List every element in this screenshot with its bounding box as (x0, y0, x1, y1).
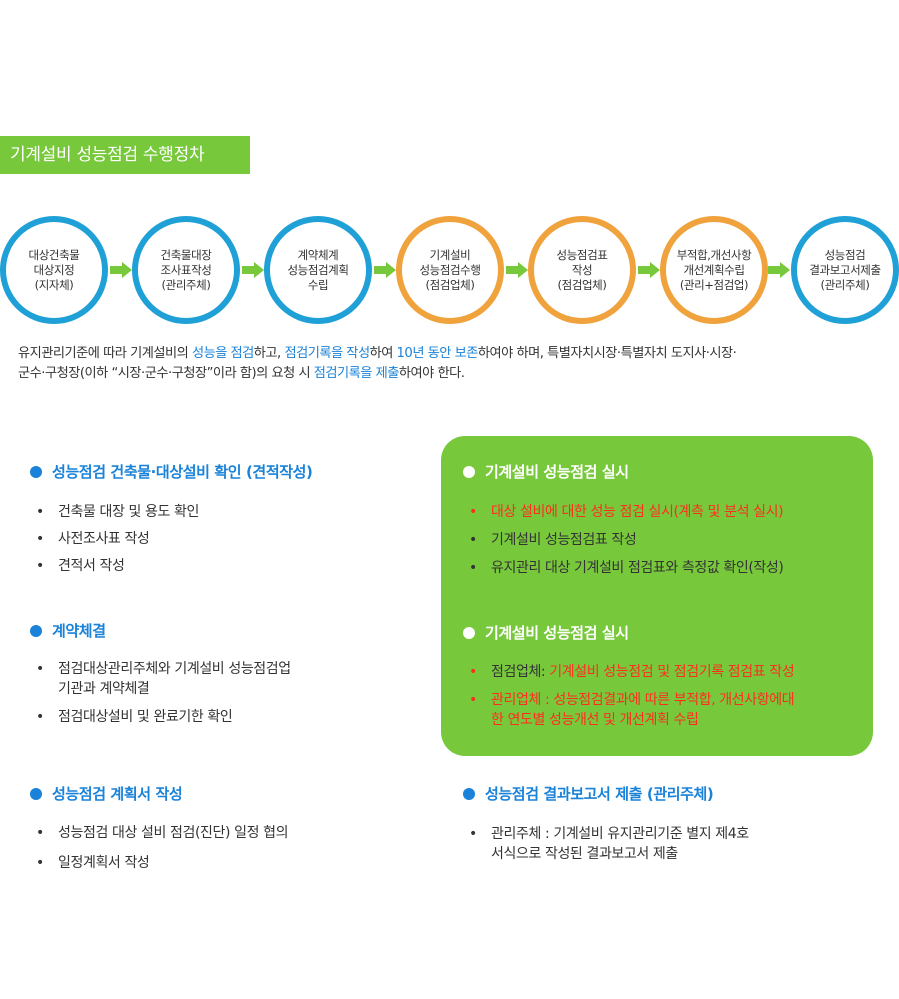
step-6-label: 부적합,개선사항 개선계획수립 (관리+점검업) (676, 247, 752, 292)
list-item: •관리주체 : 기계설비 유지관리기준 별지 제4호 서식으로 작성된 결과보고… (469, 826, 749, 862)
section-inspection-2: 기계설비 성능점검 실시 •점검업체: 기계설비 성능점검 및 점검기록 점검표… (463, 622, 795, 730)
list-item: •사전조사표 작성 (36, 531, 150, 547)
section-building-check: 성능점검 건축물·대상설비 확인 (견적작성) •건축물 대장 및 용도 확인 … (30, 461, 313, 576)
section-plan: 성능점검 계획서 작성 •성능점검 대상 설비 점검(진단) 일정 협의 •일정… (30, 783, 288, 873)
bullet-dot-icon (463, 788, 475, 800)
arrow-right-icon (768, 262, 790, 278)
process-steps: 대상건축물 대상지정 (지자체) 건축물대장 조사표작성 (관리주체) 계약체계… (0, 216, 899, 324)
list-item: •건축물 대장 및 용도 확인 (36, 504, 200, 520)
step-3-label: 계약체계 성능점검계획 수립 (287, 247, 349, 292)
step-5-label: 성능점검표 작성 (점검업체) (556, 247, 608, 292)
section-heading: 성능점검 결과보고서 제출 (관리주체) (463, 783, 749, 805)
step-1-circle: 대상건축물 대상지정 (지자체) (0, 216, 108, 324)
highlight-panel (441, 436, 873, 756)
arrow-right-icon (374, 262, 396, 278)
section-inspection-1: 기계설비 성능점검 실시 •대상 설비에 대한 성능 점검 실시(계측 및 분석… (463, 461, 784, 578)
arrow-right-icon (506, 262, 528, 278)
step-7-circle: 성능점검 결과보고서제출 (관리주체) (791, 216, 899, 324)
step-2-label: 건축물대장 조사표작성 (관리주체) (160, 247, 212, 292)
bullet-dot-icon (30, 466, 42, 478)
step-6-circle: 부적합,개선사항 개선계획수립 (관리+점검업) (660, 216, 768, 324)
list-item: •견적서 작성 (36, 558, 125, 574)
list-item: •기계설비 성능점검표 작성 (469, 532, 637, 548)
arrow-right-icon (242, 262, 264, 278)
bullet-dot-icon (463, 627, 475, 639)
list-item: •유지관리 대상 기계설비 점검표와 측정값 확인(작성) (469, 560, 784, 576)
section-contract: 계약체결 •점검대상관리주체와 기계설비 성능점검업 기관과 계약체결 •점검대… (30, 620, 291, 727)
step-3-circle: 계약체계 성능점검계획 수립 (264, 216, 372, 324)
section-report: 성능점검 결과보고서 제출 (관리주체) •관리주체 : 기계설비 유지관리기준… (463, 783, 749, 864)
bullet-dot-icon (30, 625, 42, 637)
list-item: •일정계획서 작성 (36, 855, 150, 871)
list-item: •점검대상설비 및 완료기한 확인 (36, 709, 233, 725)
step-4-circle: 기계설비 성능점검수행 (점검업체) (396, 216, 504, 324)
list-item: •성능점검 대상 설비 점검(진단) 일정 협의 (36, 825, 289, 841)
step-5-circle: 성능점검표 작성 (점검업체) (528, 216, 636, 324)
list-item: •관리업체 : 성능점검결과에 따른 부적합, 개선사항에대 한 연도별 성능개… (469, 692, 795, 728)
bullet-dot-icon (463, 466, 475, 478)
list-item: •점검업체: 기계설비 성능점검 및 점검기록 점검표 작성 (469, 664, 795, 680)
step-4-label: 기계설비 성능점검수행 (점검업체) (419, 247, 481, 292)
bullet-dot-icon (30, 788, 42, 800)
section-heading: 계약체결 (30, 620, 291, 642)
step-2-circle: 건축물대장 조사표작성 (관리주체) (132, 216, 240, 324)
section-heading: 기계설비 성능점검 실시 (463, 461, 783, 483)
list-item: •점검대상관리주체와 기계설비 성능점검업 기관과 계약체결 (36, 661, 291, 697)
step-1-label: 대상건축물 대상지정 (지자체) (28, 247, 80, 292)
page-title: 기계설비 성능점검 수행정차 (0, 136, 250, 174)
section-heading: 성능점검 건축물·대상설비 확인 (견적작성) (30, 461, 313, 483)
section-heading: 기계설비 성능점검 실시 (463, 622, 794, 644)
step-7-label: 성능점검 결과보고서제출 (관리주체) (809, 247, 881, 292)
arrow-right-icon (638, 262, 660, 278)
arrow-right-icon (110, 262, 132, 278)
intro-paragraph: 유지관리기준에 따라 기계설비의 성능을 점검하고, 점검기록을 작성하여 10… (18, 346, 737, 381)
section-heading: 성능점검 계획서 작성 (30, 783, 288, 805)
list-item: •대상 설비에 대한 성능 점검 실시(계측 및 분석 실시) (469, 504, 784, 520)
